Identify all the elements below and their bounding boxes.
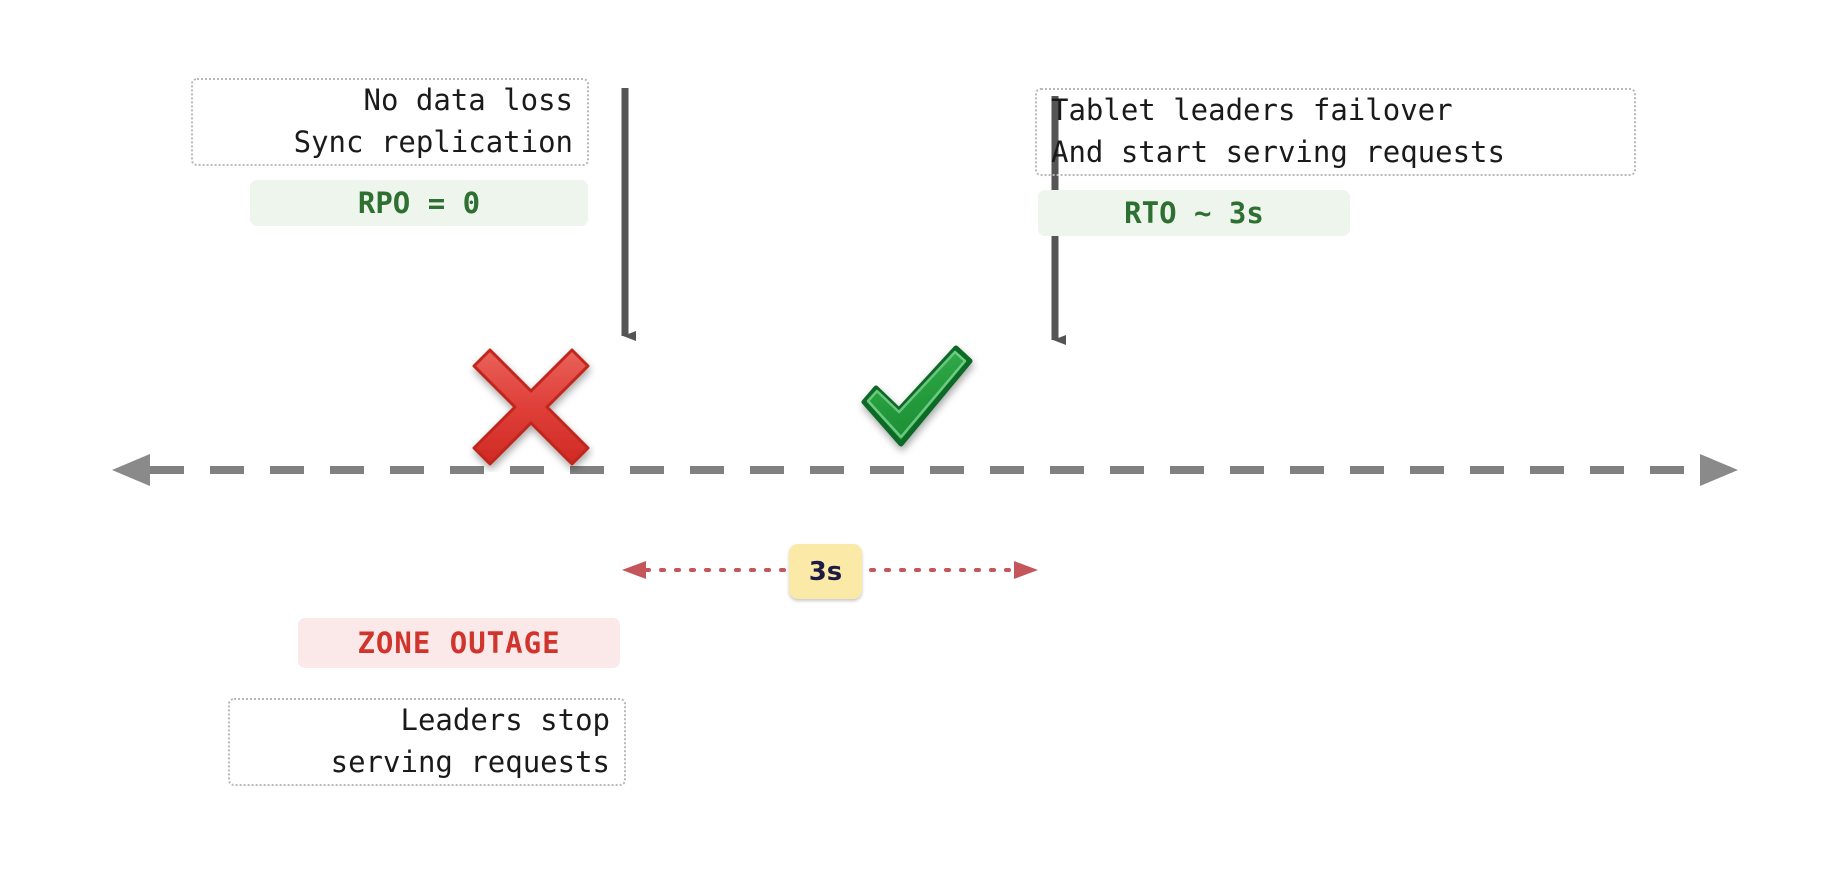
zone-outage-status-badge: ZONE OUTAGE (298, 618, 620, 668)
failover-note-above: Tablet leaders failover And start servin… (1035, 88, 1636, 176)
zone-outage-status-label: ZONE OUTAGE (357, 626, 561, 660)
check-mark-icon (861, 345, 973, 447)
event-timeline (112, 454, 1738, 486)
zone-outage-pointer-arrow (621, 88, 636, 341)
note-below-line1: Leaders stop (400, 703, 610, 737)
cross-mark-icon (472, 348, 590, 466)
note-below-line2: serving requests (330, 745, 610, 779)
zone-outage-note-below: Leaders stop serving requests (228, 698, 626, 786)
failover-note-line1: Tablet leaders failover (1051, 93, 1453, 127)
interval-duration-label: 3s (789, 544, 862, 599)
timeline-right-arrowhead (1700, 454, 1738, 486)
interval-left-arrowhead (622, 561, 646, 579)
interval-duration-text: 3s (808, 556, 843, 587)
interval-right-arrowhead (1014, 561, 1038, 579)
note-above-line2: Sync replication (293, 125, 573, 159)
zone-outage-note-above: No data loss Sync replication (191, 78, 589, 166)
rto-badge: RTO ~ 3s (1038, 190, 1350, 236)
timeline-left-arrowhead (112, 454, 150, 486)
rpo-badge-label: RPO = 0 (357, 186, 481, 220)
rto-badge-label: RTO ~ 3s (1124, 196, 1264, 230)
note-above-line1: No data loss (363, 83, 573, 117)
failover-note-line2: And start serving requests (1051, 135, 1505, 169)
rpo-badge: RPO = 0 (250, 180, 588, 226)
